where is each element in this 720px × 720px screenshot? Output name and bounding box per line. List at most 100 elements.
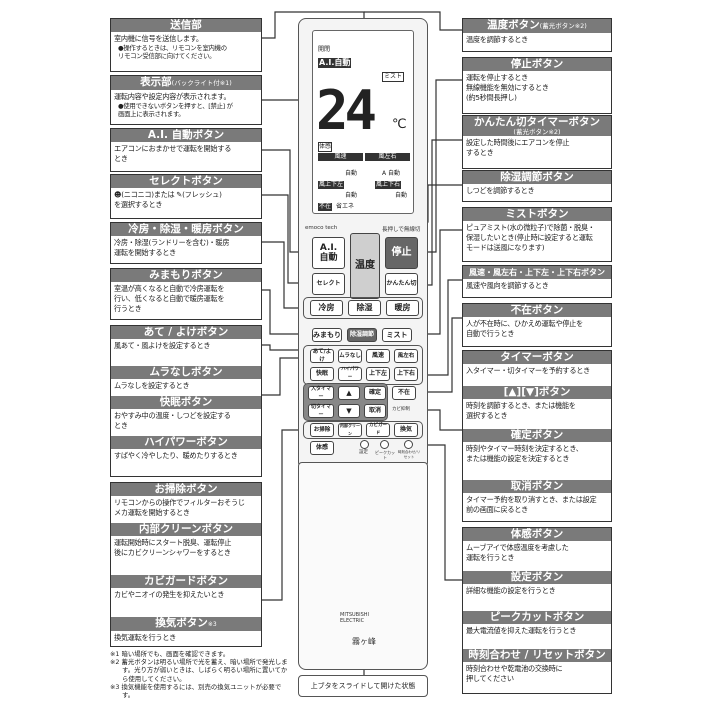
body-line: ☻(ニコニコ)または ✎(フレッシュ) [114, 190, 222, 199]
kaimin-button[interactable]: 快眠 [310, 367, 334, 381]
title-text: 不在ボタン [510, 304, 564, 316]
annotation-box: 温度ボタン(蓄光ボタン※2)温度を調節するとき [462, 18, 612, 52]
body-line: 入タイマー・切タイマーを予約するとき [466, 366, 590, 375]
ventilation-button[interactable]: 換気 [394, 423, 418, 437]
lcd-mist: ミスト [382, 72, 405, 82]
on-timer-button[interactable]: 入タイマー [308, 386, 334, 400]
annotation-section: 体感ボタンムーブアイで体感温度を考慮した運転を行うとき [463, 528, 611, 571]
body-line: ムラなしを設定するとき [114, 381, 190, 390]
kantan-off-timer-button[interactable]: かんたん切 [385, 273, 418, 295]
body-line: 運転内容や設定内容が表示されます。 [114, 92, 231, 101]
annotation-body: 時刻やタイマー時刻を決定するとき、または機能の設定を決定するとき [463, 442, 611, 466]
annotation-section: みまもりボタン室温が高くなると自動で冷房運転を行い、低くなると自動で暖房運転を行… [111, 269, 261, 319]
body-line: 室温が高くなると自動で冷房運転を [114, 284, 225, 293]
annotation-title: セレクトボタン [111, 175, 261, 188]
internal-clean-button[interactable]: 内部クリーン [338, 423, 362, 437]
annotation-title: 内部クリーンボタン [111, 523, 261, 536]
body-note: 画面上に表示されます。 [118, 110, 185, 118]
title-text: 換気ボタン [155, 617, 208, 629]
dehumidify-adjust-button[interactable]: 除湿調節 [347, 328, 377, 342]
lcd-auto: 自動 [345, 192, 358, 199]
stop-button[interactable]: 停止 [385, 237, 418, 269]
body-line: 設定した時間後にエアコンを停止 [466, 138, 570, 147]
annotation-title: 不在ボタン [463, 304, 611, 317]
annotation-section: 設定ボタン詳細な機能の設定を行うとき [463, 571, 611, 611]
annotation-section: 表示部(バックライト付※1)運転内容や設定内容が表示されます。●使用できないボタ… [111, 76, 261, 124]
fuzai-button[interactable]: 不在 [392, 386, 416, 400]
annotation-box: 表示部(バックライト付※1)運転内容や設定内容が表示されます。●使用できないボタ… [110, 75, 262, 125]
mimamori-button[interactable]: みまもり [312, 328, 342, 342]
annotation-section: [▲][▼]ボタン時刻を調節するとき、または機能を選択するとき [463, 386, 611, 429]
lcd-top-label: 開閉 [318, 46, 331, 53]
body-line: 時刻合わせや乾電池の交換時に [466, 664, 563, 673]
kabi-guard-button[interactable]: カビガード [366, 423, 390, 437]
annotation-box: タイマーボタン入タイマー・切タイマーを予約するとき [▲][▼]ボタン時刻を調節す… [462, 350, 612, 522]
title-sub: (蓄光ボタン※2) [539, 22, 587, 30]
annotation-section: ミストボタンピュアミスト(水の微粒子)で除菌・脱臭・保湿したいとき(停止時に設定… [463, 208, 611, 261]
title-text: 送信部 [170, 19, 202, 31]
body-line: タイマー予約を取り消すとき、または設定 [466, 495, 597, 504]
title-text: 取消ボタン [510, 480, 564, 492]
annotation-section: 除湿調節ボタンしつどを調節するとき [463, 171, 611, 201]
footnotes: ※1 暗い場所でも、画面を確認できます。 ※2 蓄光ボタンは明るい場所で光を蓄え… [110, 650, 290, 699]
ai-auto-button[interactable]: A.I. 自動 [312, 237, 345, 269]
body-line: または機能の設定を決定するとき [466, 454, 570, 463]
kirigamine-logo: 霧ヶ峰 [352, 637, 376, 646]
title-text: 確定ボタン [510, 429, 564, 441]
body-line: 風あて・風よけを設定するとき [114, 341, 211, 350]
title-text: 冷房・除湿・暖房ボタン [128, 223, 244, 235]
fan-speed-button[interactable]: 風速 [366, 349, 390, 363]
annotation-body: 室温が高くなると自動で冷房運転を行い、低くなると自動で暖房運転を行うとき [111, 282, 261, 316]
annotation-body: 運転を停止するとき無線機能を無効にするとき(約5秒間長押し) [463, 71, 611, 105]
body-line: を選択するとき [114, 200, 163, 209]
annotation-title: 冷房・除湿・暖房ボタン [111, 223, 261, 236]
up-button[interactable]: ▲ [338, 386, 360, 400]
body-line: 後にカビクリーンシャワーをするとき [114, 548, 231, 557]
muranashi-button[interactable]: ムラなし [338, 349, 362, 363]
down-button[interactable]: ▼ [338, 404, 360, 418]
annotation-body: 最大電流値を抑えた運転を行うとき [463, 624, 611, 638]
updown-left-button[interactable]: 上下左 [366, 367, 390, 381]
body-line: 行うとき [114, 304, 142, 313]
annotation-title: 風速・風左右・上下左・上下右ボタン [463, 266, 611, 279]
updown-right-button[interactable]: 上下右 [394, 367, 418, 381]
confirm-button[interactable]: 確定 [364, 386, 386, 400]
body-line: モードは送風になります) [466, 243, 545, 252]
footnote: ※1 暗い場所でも、画面を確認できます。 [110, 650, 230, 658]
annotation-title: お掃除ボタン [111, 483, 261, 496]
heat-button[interactable]: 暖房 [386, 300, 419, 316]
select-button[interactable]: セレクト [312, 273, 345, 295]
body-line: 換気運転を行うとき [114, 633, 176, 642]
title-text: 内部クリーンボタン [139, 523, 233, 535]
body-line: 運転を停止するとき [466, 73, 528, 82]
annotation-title: ムラなしボタン [111, 366, 261, 379]
temperature-button[interactable]: 温度 [350, 233, 380, 299]
peak-cut-button[interactable] [380, 440, 389, 449]
ateyoke-button[interactable]: あて/よけ [310, 349, 334, 363]
dry-button[interactable]: 除湿 [348, 300, 381, 316]
taikan-button[interactable]: 体感 [310, 441, 334, 455]
settings-button[interactable] [360, 440, 369, 449]
annotation-title: 確定ボタン [463, 429, 611, 442]
annotation-body: カビやニオイの発生を抑えたいとき [111, 588, 261, 602]
souji-button[interactable]: お掃除 [310, 423, 334, 437]
annotation-box: 不在ボタン人が不在時に、ひかえめ運転や停止を自動で行うとき [462, 303, 612, 347]
hipower-button[interactable]: ハイパワー [338, 367, 362, 381]
fan-left-right-button[interactable]: 風左右 [394, 349, 418, 363]
off-timer-button[interactable]: 切タイマー [308, 404, 334, 418]
reset-button[interactable] [404, 440, 413, 449]
annotation-title: 設定ボタン [463, 571, 611, 584]
annotation-body: おやすみ中の温度・しつどを設定するとき [111, 409, 261, 433]
annotation-body: 詳細な機能の設定を行うとき [463, 584, 611, 598]
lcd-unit: ℃ [392, 117, 407, 132]
title-text: 快眠ボタン [159, 396, 213, 408]
title-text: [▲][▼]ボタン [503, 386, 571, 398]
cancel-button[interactable]: 取消 [364, 404, 386, 418]
annotation-section: セレクトボタン ☻(ニコニコ)または ✎(フレッシュ)を選択するとき [111, 175, 261, 218]
peak-cut-label: ピークカット [375, 450, 395, 460]
mist-button[interactable]: ミスト [382, 328, 412, 342]
annotation-box: セレクトボタン ☻(ニコニコ)または ✎(フレッシュ)を選択するとき [110, 174, 262, 219]
title-text: タイマーボタン [500, 351, 574, 363]
cool-button[interactable]: 冷房 [310, 300, 343, 316]
title-text: ムラなしボタン [149, 366, 223, 378]
